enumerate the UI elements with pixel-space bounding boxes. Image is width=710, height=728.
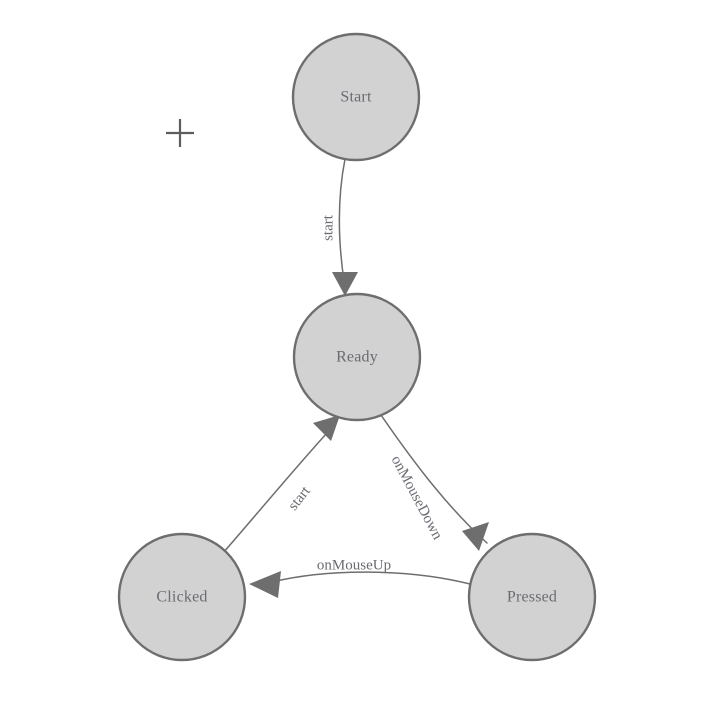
node-start[interactable]: Start	[291, 32, 421, 162]
edge-label-start: start	[320, 214, 336, 241]
edge-label-onmousedown: onMouseDown	[388, 453, 446, 543]
edge-pressed-to-clicked[interactable]: onMouseUp	[249, 557, 471, 598]
edge-path-clicked-to-ready	[222, 432, 328, 554]
edge-clicked-to-ready[interactable]: start	[222, 415, 340, 554]
plus-marker-icon	[166, 119, 194, 147]
edge-path-start-to-ready	[338, 158, 346, 282]
node-label-clicked: Clicked	[156, 589, 207, 606]
arrowhead-start-to-ready	[332, 272, 358, 296]
arrowhead-ready-to-pressed	[462, 522, 489, 551]
node-label-pressed: Pressed	[507, 589, 557, 606]
arrowhead-clicked-to-ready	[313, 415, 340, 441]
node-circle-start[interactable]	[291, 32, 421, 162]
edge-label-onmouseup: onMouseUp	[317, 557, 391, 573]
node-label-start: Start	[340, 89, 372, 106]
node-ready[interactable]: Ready	[292, 292, 422, 422]
node-circle-pressed[interactable]	[467, 532, 597, 662]
edge-label-start-return: start	[285, 483, 314, 514]
node-circle-clicked[interactable]	[117, 532, 247, 662]
edge-start-to-ready[interactable]: start	[320, 158, 358, 296]
edge-path-pressed-to-clicked	[271, 571, 471, 585]
node-pressed[interactable]: Pressed	[467, 532, 597, 662]
node-label-ready: Ready	[336, 349, 378, 366]
arrowhead-pressed-to-clicked	[249, 571, 281, 598]
node-circle-ready[interactable]	[292, 292, 422, 422]
edge-ready-to-pressed[interactable]: onMouseDown	[380, 414, 489, 551]
node-clicked[interactable]: Clicked	[117, 532, 247, 662]
